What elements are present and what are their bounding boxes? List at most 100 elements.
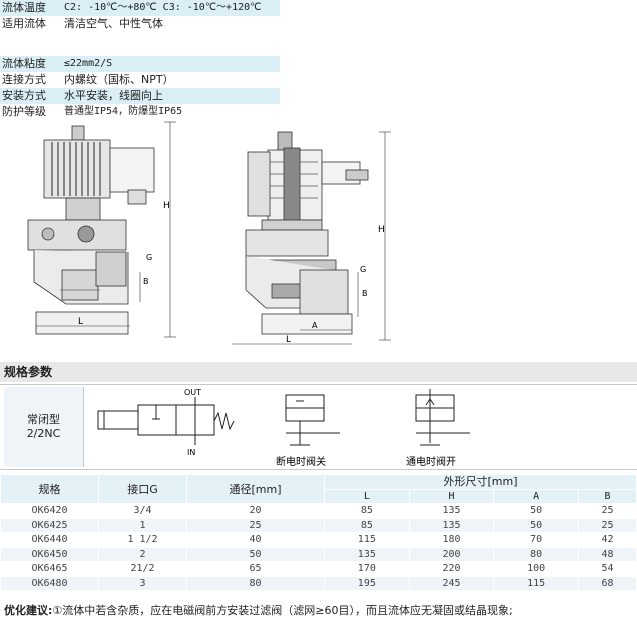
header-b: B <box>578 488 637 504</box>
cell-b: 42 <box>578 532 637 548</box>
cell-h: 220 <box>408 561 495 577</box>
spec-row: 防护等级 普通型IP54，防爆型IP65 <box>0 104 280 120</box>
dim-label-g: G <box>360 265 366 274</box>
cell-model: OK6465 <box>0 561 99 577</box>
open-state-symbol <box>415 389 470 446</box>
cell-l: 195 <box>324 575 410 591</box>
spec-value: 清洁空气、中性气体 <box>64 17 163 30</box>
cell-a: 100 <box>493 561 580 577</box>
cell-h: 200 <box>408 546 495 562</box>
cell-port: 21/2 <box>98 561 187 577</box>
header-h: H <box>408 488 495 504</box>
suggestion-title: 优化建议: <box>4 604 53 617</box>
table-header-row: 规格 接口G 通径[mm] 外形尺寸[mm] <box>0 474 637 504</box>
dim-label-h: H <box>378 225 385 235</box>
dim-label-g: G <box>146 253 152 262</box>
dim-label-a: A <box>312 321 318 330</box>
cell-model: OK6440 <box>0 532 99 548</box>
spec-value: 水平安装，线圈向上 <box>64 89 163 102</box>
cell-port: 2 <box>98 546 187 562</box>
cell-a: 80 <box>493 546 580 562</box>
header-l: L <box>324 488 410 504</box>
spec-key: 安装方式 <box>2 89 46 102</box>
cell-port: 3/4 <box>98 503 187 519</box>
left-dimension-lines <box>36 121 176 338</box>
suggestion-note: 优化建议:①流体中若含杂质，应在电磁阀前方安装过滤阀（滤网≥60目），而且流体应… <box>4 603 637 619</box>
dimensions-table: 规格 接口G 通径[mm] 外形尺寸[mm] L H A B OK6420 3/… <box>0 474 637 591</box>
cell-a: 50 <box>493 503 580 519</box>
cell-bore: 20 <box>186 503 325 519</box>
header-model: 规格 <box>0 474 99 504</box>
cell-h: 135 <box>408 503 495 519</box>
cell-h: 135 <box>408 517 495 533</box>
suggestion-text: ①流体中若含杂质，应在电磁阀前方安装过滤阀（滤网≥60目），而且流体应无凝固或结… <box>52 604 513 617</box>
spec-key: 适用流体 <box>2 17 46 30</box>
spec-key: 流体粘度 <box>2 57 46 70</box>
nc-type-code: 2/2NC <box>26 427 61 440</box>
spec-value: 内螺纹（国标、NPT） <box>64 73 174 86</box>
cell-a: 115 <box>493 575 580 591</box>
cell-model: OK6420 <box>0 503 99 519</box>
port-out-label: OUT <box>184 388 201 397</box>
spec-value: C2: -10℃～+80℃ C3: -10℃～+120℃ <box>64 2 262 13</box>
cell-bore: 40 <box>186 532 325 548</box>
iso-valve-symbol <box>97 397 235 445</box>
cell-model: OK6425 <box>0 517 99 533</box>
cell-port: 1 <box>98 517 187 533</box>
spec-value: ≤22mm2/S <box>64 58 113 69</box>
cell-b: 68 <box>578 575 637 591</box>
spec-key: 流体温度 <box>2 1 46 14</box>
cell-h: 180 <box>408 532 495 548</box>
cell-port: 3 <box>98 575 187 591</box>
dim-label-l: L <box>78 317 83 327</box>
cell-b: 25 <box>578 503 637 519</box>
cell-bore: 65 <box>186 561 325 577</box>
cell-b: 25 <box>578 517 637 533</box>
port-in-label: IN <box>187 448 195 457</box>
spec-row: 流体温度 C2: -10℃～+80℃ C3: -10℃～+120℃ <box>0 0 280 16</box>
section-title: 规格参数 <box>0 362 637 382</box>
nc-panel: 常闭型 2/2NC OUT IN 断电时阀关 <box>0 384 637 470</box>
table-row: OK6420 3/4 20 85 135 50 25 <box>0 503 637 519</box>
cell-port: 1 1/2 <box>98 532 187 548</box>
table-row: OK6480 3 80 195 245 115 68 <box>0 575 637 591</box>
right-dimension-lines <box>232 131 391 345</box>
nc-type-name: 常闭型 <box>27 413 60 426</box>
valve-section-view <box>245 131 369 335</box>
header-port: 接口G <box>98 474 187 504</box>
table-row: OK6450 2 50 135 200 80 48 <box>0 546 637 562</box>
cell-bore: 25 <box>186 517 325 533</box>
spec-row: 安装方式 水平安装，线圈向上 <box>0 88 280 104</box>
spec-row: 流体粘度 ≤22mm2/S <box>0 56 280 72</box>
cell-b: 54 <box>578 561 637 577</box>
header-dims: 外形尺寸[mm] <box>324 474 637 490</box>
cell-a: 50 <box>493 517 580 533</box>
dim-label-b: B <box>362 289 368 298</box>
table-row: OK6465 21/2 65 170 220 100 54 <box>0 561 637 577</box>
spec-list: 流体温度 C2: -10℃～+80℃ C3: -10℃～+120℃ 适用流体 清… <box>0 0 280 120</box>
cell-l: 170 <box>324 561 410 577</box>
header-bore: 通径[mm] <box>186 474 325 504</box>
spec-row: 连接方式 内螺纹（国标、NPT） <box>0 72 280 88</box>
cell-b: 48 <box>578 546 637 562</box>
cell-l: 135 <box>324 546 410 562</box>
cell-l: 85 <box>324 503 410 519</box>
closed-state-symbol <box>285 394 340 446</box>
cell-h: 245 <box>408 575 495 591</box>
cell-model: OK6480 <box>0 575 99 591</box>
cell-bore: 50 <box>186 546 325 562</box>
spec-key: 防护等级 <box>2 105 46 118</box>
cell-a: 70 <box>493 532 580 548</box>
nc-symbols: OUT IN 断电时阀关 通电时阀开 <box>97 388 470 468</box>
cell-bore: 80 <box>186 575 325 591</box>
cell-l: 115 <box>324 532 410 548</box>
table-row: OK6440 1 1/2 40 115 180 70 42 <box>0 532 637 548</box>
valve-drawings: H L G B H L A G B <box>27 121 391 345</box>
dim-label-h: H <box>163 201 170 211</box>
spec-spacer <box>0 32 280 56</box>
dim-label-l: L <box>286 335 291 345</box>
header-a: A <box>493 488 580 504</box>
caption-power-off: 断电时阀关 <box>276 455 326 468</box>
valve-external-view <box>27 125 155 335</box>
nc-type-label: 常闭型 2/2NC <box>4 387 84 467</box>
